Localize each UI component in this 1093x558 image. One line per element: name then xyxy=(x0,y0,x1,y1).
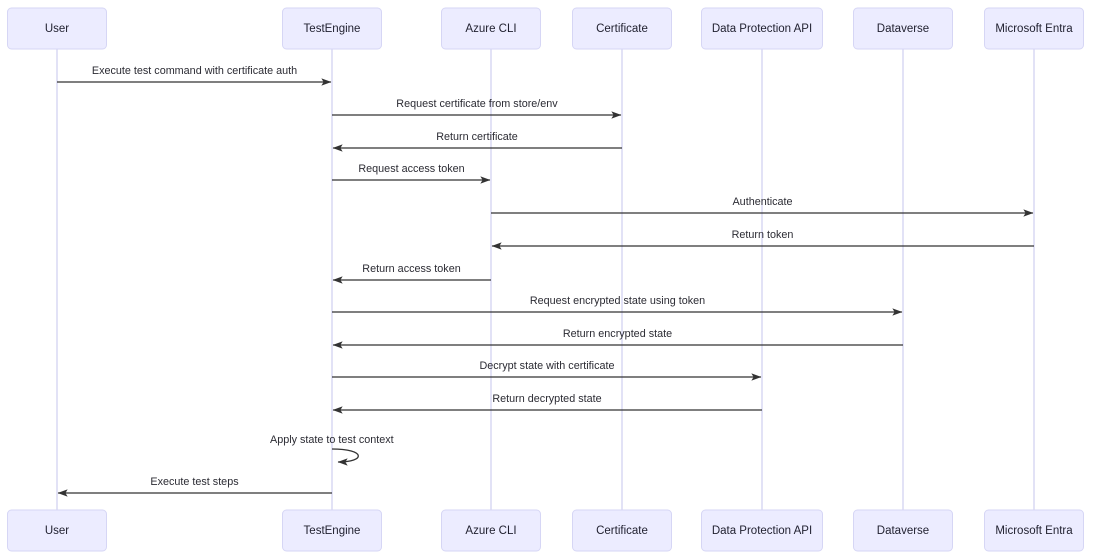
message-2-certificate-to-testengine: Return certificate xyxy=(332,131,622,152)
self-loop-arrow xyxy=(331,448,359,466)
message-1-testengine-to-certificate: Request certificate from store/env xyxy=(332,98,622,119)
actor-label-certificate: Certificate xyxy=(596,525,648,537)
actor-label-certificate: Certificate xyxy=(596,23,648,35)
actor-box-dpapi[interactable] xyxy=(701,509,823,552)
message-4-azurecli-to-entra: Authenticate xyxy=(491,196,1034,217)
message-label-10: Return decrypted state xyxy=(492,393,601,405)
message-6-azurecli-to-testengine: Return access token xyxy=(332,263,491,284)
message-5-entra-to-azurecli: Return token xyxy=(491,229,1034,250)
actor-box-certificate[interactable] xyxy=(572,509,672,552)
actor-bottom-dataverse[interactable]: Dataverse xyxy=(853,509,953,552)
message-9-testengine-to-dpapi: Decrypt state with certificate xyxy=(332,360,762,381)
actor-top-certificate[interactable]: Certificate xyxy=(572,7,672,50)
message-label-1: Request certificate from store/env xyxy=(396,98,558,110)
actor-box-dataverse[interactable] xyxy=(853,509,953,552)
actor-top-dpapi[interactable]: Data Protection API xyxy=(701,7,823,50)
message-label-2: Return certificate xyxy=(436,131,518,143)
message-8-dataverse-to-testengine: Return encrypted state xyxy=(332,328,903,349)
actor-top-testengine[interactable]: TestEngine xyxy=(282,7,382,50)
message-label-12: Execute test steps xyxy=(150,476,239,488)
actor-top-user[interactable]: User xyxy=(7,7,107,50)
actor-box-testengine[interactable] xyxy=(282,7,382,50)
actor-bottom-testengine[interactable]: TestEngine xyxy=(282,509,382,552)
actor-label-dpapi: Data Protection API xyxy=(712,23,812,35)
actor-box-entra[interactable] xyxy=(984,509,1084,552)
actor-label-dpapi: Data Protection API xyxy=(712,525,812,537)
actor-bottom-entra[interactable]: Microsoft Entra xyxy=(984,509,1084,552)
actor-top-dataverse[interactable]: Dataverse xyxy=(853,7,953,50)
actor-label-dataverse: Dataverse xyxy=(877,23,929,35)
actor-box-dpapi[interactable] xyxy=(701,7,823,50)
actor-box-dataverse[interactable] xyxy=(853,7,953,50)
actor-bottom-certificate[interactable]: Certificate xyxy=(572,509,672,552)
actor-label-azurecli: Azure CLI xyxy=(465,23,516,35)
actor-headers-top: User TestEngine Azure CLI Certificate Data P… xyxy=(7,7,1084,50)
actor-box-azurecli[interactable] xyxy=(441,509,541,552)
actor-label-user: User xyxy=(45,525,69,537)
actor-box-user[interactable] xyxy=(7,509,107,552)
actor-label-user: User xyxy=(45,23,69,35)
actor-top-entra[interactable]: Microsoft Entra xyxy=(984,7,1084,50)
actor-label-dataverse: Dataverse xyxy=(877,525,929,537)
message-label-0: Execute test command with certificate au… xyxy=(92,65,297,77)
message-label-5: Return token xyxy=(732,229,794,241)
actor-label-entra: Microsoft Entra xyxy=(995,23,1073,35)
message-label-4: Authenticate xyxy=(732,196,792,208)
actor-box-certificate[interactable] xyxy=(572,7,672,50)
message-0-user-to-testengine: Execute test command with certificate au… xyxy=(57,65,332,86)
message-label-7: Request encrypted state using token xyxy=(530,295,705,307)
message-label-3: Request access token xyxy=(358,163,464,175)
actor-box-testengine[interactable] xyxy=(282,509,382,552)
actor-label-testengine: TestEngine xyxy=(304,525,361,537)
actor-label-testengine: TestEngine xyxy=(304,23,361,35)
actor-footers-bottom: User TestEngine Azure CLI Certificate Data P… xyxy=(7,509,1084,552)
lifelines-group xyxy=(56,49,1035,510)
messages-group: Execute test command with certificate au… xyxy=(57,65,1034,497)
actor-box-user[interactable] xyxy=(7,7,107,50)
message-11-testengine-to-testengine: Apply state to test context xyxy=(270,434,394,466)
actor-box-azurecli[interactable] xyxy=(441,7,541,50)
actor-label-entra: Microsoft Entra xyxy=(995,525,1073,537)
actor-bottom-azurecli[interactable]: Azure CLI xyxy=(441,509,541,552)
actor-bottom-user[interactable]: User xyxy=(7,509,107,552)
actor-box-entra[interactable] xyxy=(984,7,1084,50)
message-label-11: Apply state to test context xyxy=(270,434,394,446)
message-label-6: Return access token xyxy=(362,263,460,275)
message-label-9: Decrypt state with certificate xyxy=(479,360,614,372)
actor-top-azurecli[interactable]: Azure CLI xyxy=(441,7,541,50)
message-12-testengine-to-user: Execute test steps xyxy=(57,476,332,497)
message-10-dpapi-to-testengine: Return decrypted state xyxy=(332,393,762,414)
message-7-testengine-to-dataverse: Request encrypted state using token xyxy=(332,295,903,316)
message-label-8: Return encrypted state xyxy=(563,328,672,340)
actor-bottom-dpapi[interactable]: Data Protection API xyxy=(701,509,823,552)
actor-label-azurecli: Azure CLI xyxy=(465,525,516,537)
message-3-testengine-to-azurecli: Request access token xyxy=(332,163,491,184)
